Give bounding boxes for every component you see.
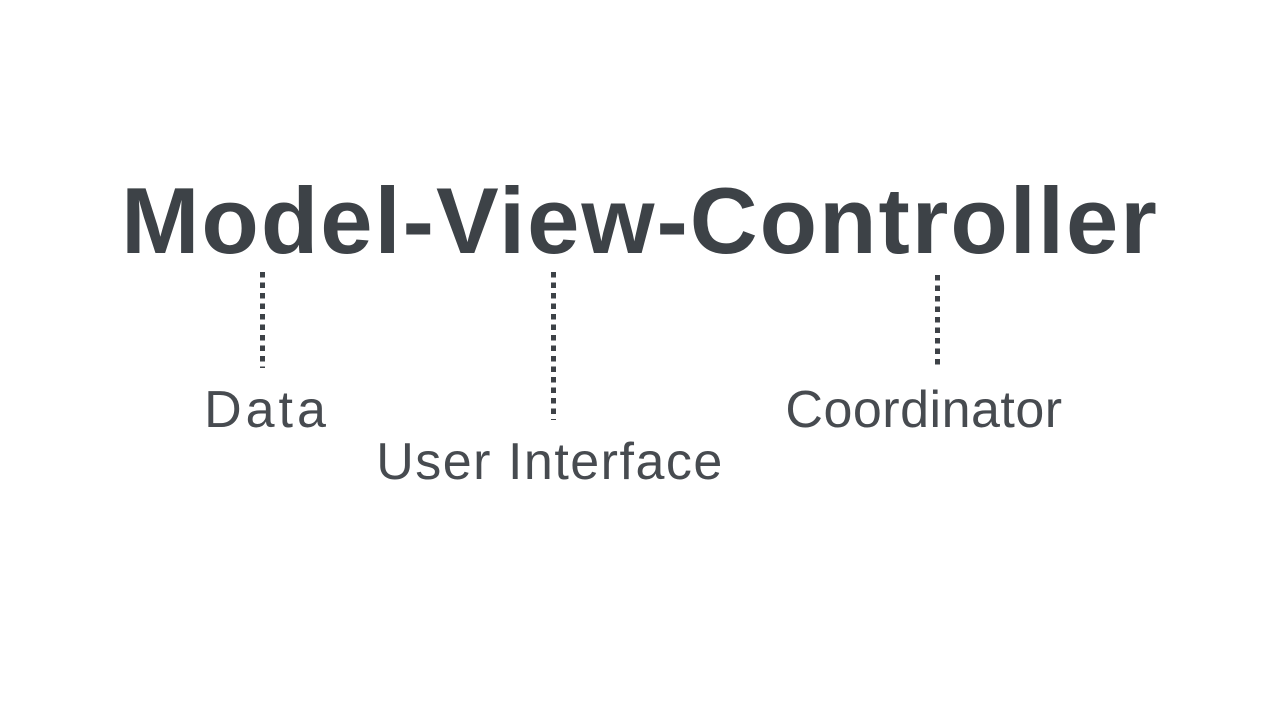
dotted-connector-controller-to-coordinator (934, 275, 940, 369)
label-model-meaning: Data (204, 381, 330, 439)
label-view-meaning: User Interface (376, 433, 724, 491)
dotted-connector-model-to-data (259, 272, 265, 368)
diagram-title: Model-View-Controller (121, 168, 1159, 273)
dotted-connector-view-to-user-interface (550, 272, 556, 420)
label-controller-meaning: Coordinator (785, 381, 1063, 439)
